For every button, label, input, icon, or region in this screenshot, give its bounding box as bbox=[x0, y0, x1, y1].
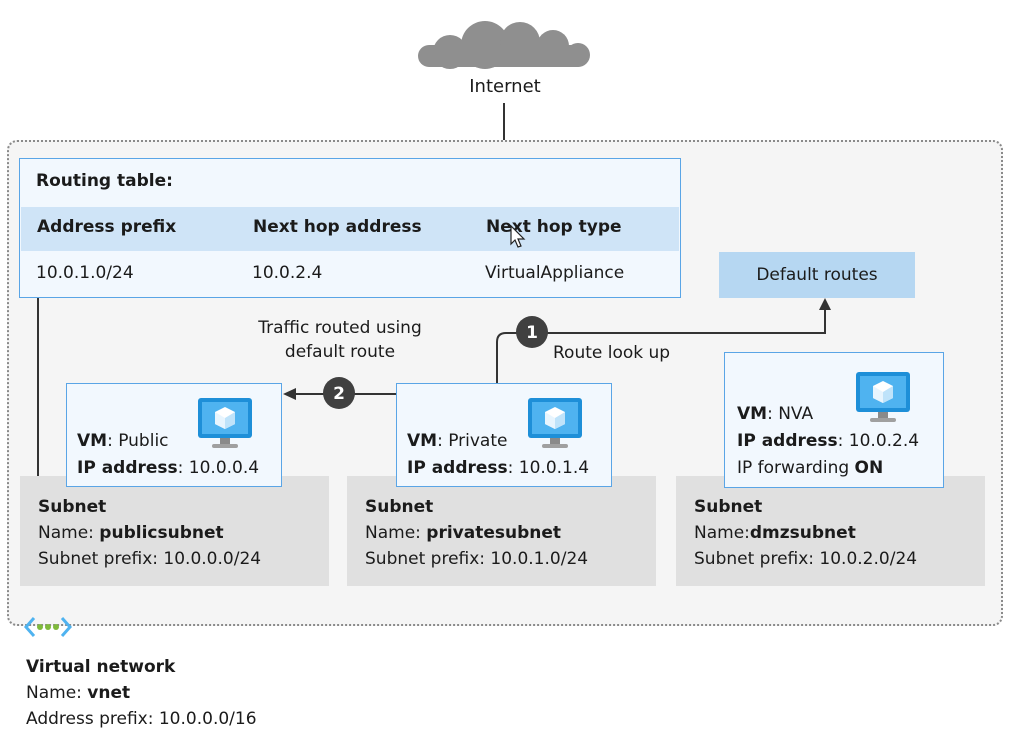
subnet-dmz-title: Subnet bbox=[694, 497, 763, 517]
step-2-badge: 2 bbox=[323, 377, 355, 409]
subnet-public: Subnet Name: publicsubnet Subnet prefix:… bbox=[20, 476, 329, 586]
subnet-dmz-prefix: Subnet prefix: 10.0.2.0/24 bbox=[694, 549, 918, 569]
subnet-public-name: Name: publicsubnet bbox=[38, 523, 224, 543]
step-1-label: Route look up bbox=[553, 343, 671, 363]
subnet-public-title: Subnet bbox=[38, 497, 107, 517]
step-1-badge: 1 bbox=[516, 316, 548, 348]
header-address-prefix: Address prefix bbox=[37, 217, 177, 237]
subnet-dmz: Subnet Name:dmzsubnet Subnet prefix: 10.… bbox=[676, 476, 985, 586]
vnet-title: Virtual network bbox=[26, 657, 176, 677]
vnet-prefix: Address prefix: 10.0.0.0/16 bbox=[26, 709, 257, 729]
step-2-number: 2 bbox=[333, 384, 345, 404]
step-2-label-line1: Traffic routed using bbox=[258, 318, 422, 338]
vm-nva-ip: IP address: 10.0.2.4 bbox=[737, 431, 920, 451]
vm-public-ip: IP address: 10.0.0.4 bbox=[77, 458, 260, 478]
subnet-private-prefix: Subnet prefix: 10.0.1.0/24 bbox=[365, 549, 589, 569]
vnet-name: Name: vnet bbox=[26, 683, 131, 703]
step-1-number: 1 bbox=[526, 323, 538, 343]
subnet-private-name: Name: privatesubnet bbox=[365, 523, 562, 543]
subnet-private: Subnet Name: privatesubnet Subnet prefix… bbox=[347, 476, 656, 586]
header-next-hop-type: Next hop type bbox=[486, 217, 622, 237]
row-next-hop-address: 10.0.2.4 bbox=[252, 263, 323, 283]
routing-table-title: Routing table: bbox=[36, 171, 173, 191]
internet-label: Internet bbox=[469, 76, 541, 97]
routing-table: Routing table: Address prefix Next hop a… bbox=[19, 158, 681, 298]
header-next-hop-address: Next hop address bbox=[253, 217, 422, 237]
step-2-label: Traffic routed using default route bbox=[232, 316, 448, 364]
vm-nva-name: VM: NVA bbox=[737, 404, 814, 424]
subnet-public-prefix: Subnet prefix: 10.0.0.0/24 bbox=[38, 549, 262, 569]
virtual-network-info: Virtual network Name: vnet Address prefi… bbox=[26, 654, 257, 732]
vm-private-name: VM: Private bbox=[407, 431, 508, 451]
vm-nva-ip-forwarding: IP forwarding ON bbox=[737, 458, 884, 478]
step-2-label-line2: default route bbox=[284, 342, 396, 362]
subnet-dmz-name: Name:dmzsubnet bbox=[694, 523, 856, 543]
vm-private-ip: IP address: 10.0.1.4 bbox=[407, 458, 590, 478]
default-routes-box: Default routes bbox=[719, 252, 915, 298]
routing-table-header: Address prefix Next hop address Next hop… bbox=[21, 207, 679, 251]
vm-nva: VM: NVA IP address: 10.0.2.4 IP forwardi… bbox=[724, 352, 944, 488]
subnet-private-title: Subnet bbox=[365, 497, 434, 517]
vm-public-name: VM: Public bbox=[77, 431, 169, 451]
row-next-hop-type: VirtualAppliance bbox=[485, 263, 625, 283]
row-address-prefix: 10.0.1.0/24 bbox=[36, 263, 134, 283]
